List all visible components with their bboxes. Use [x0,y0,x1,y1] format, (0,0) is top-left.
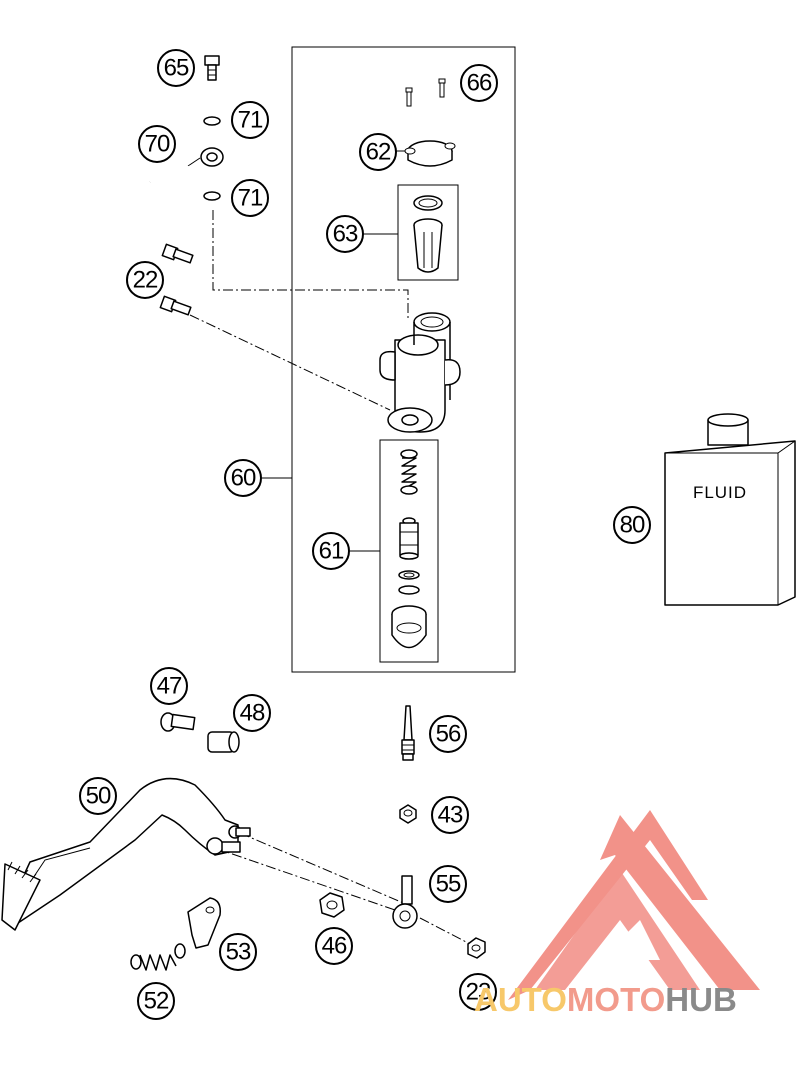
callout-62: 62 [359,133,397,171]
svg-text:62: 62 [366,139,391,166]
washer-71-lower [203,191,221,201]
reservoir-cover-62 [404,140,456,167]
watermark-text: AUTOMOTOHUB [474,981,737,1018]
svg-text:55: 55 [436,871,461,898]
washer-71-upper [203,116,221,126]
svg-text:53: 53 [226,939,251,966]
svg-text:50: 50 [86,783,111,810]
svg-text:23: 23 [466,979,491,1006]
return-spring-52 [130,943,186,971]
callout-47: 47 [150,667,188,705]
pivot-pin-47 [160,712,196,732]
brake-pedal-50 [1,777,251,931]
callout-22: 22 [126,261,164,299]
piston-kit-61 [391,449,427,649]
watermark-logo [508,810,760,1000]
svg-text:22: 22 [133,267,158,294]
svg-text:66: 66 [467,70,492,97]
svg-text:60: 60 [231,465,256,492]
svg-text:56: 56 [436,721,461,748]
fluid-container-80: FLUID [664,413,796,606]
svg-text:52: 52 [144,988,169,1015]
leader-lines [187,150,405,552]
clevis-55 [392,875,418,929]
nut-43 [399,804,417,824]
bolt-22-lower [159,295,192,316]
svg-text:48: 48 [240,700,265,727]
svg-text:80: 80 [620,512,645,539]
callout-43: 43 [431,796,469,834]
watermark-hub: HUB [665,981,737,1018]
callout-80: 80 [613,506,651,544]
diaphragm-kit-63 [413,195,443,273]
callout-48: 48 [233,694,271,732]
assembly-60-box [291,46,516,673]
adjuster-56 [401,705,415,761]
svg-text:63: 63 [333,221,358,248]
bushing-48 [207,731,240,753]
kit-63-box [397,184,459,281]
callout-52: 52 [137,982,175,1020]
callout-23: 23 [459,973,497,1011]
callout-50: 50 [79,777,117,815]
callout-65: 65 [157,49,195,87]
callout-61: 61 [312,532,350,570]
bolt-22-upper [161,243,194,264]
svg-text:71: 71 [238,185,263,212]
callout-46: 46 [315,927,353,965]
svg-text:47: 47 [157,673,182,700]
fluid-label: FLUID [693,483,747,502]
brake-hose-70 [149,147,224,184]
callout-66: 66 [460,64,498,102]
callout-71-lower: 71 [231,179,269,217]
callout-60: 60 [224,459,262,497]
svg-text:61: 61 [319,538,344,565]
dashed-assembly-lines [189,210,471,945]
callout-53: 53 [219,933,257,971]
callout-56: 56 [429,715,467,753]
svg-text:65: 65 [164,55,189,82]
master-cylinder-body-60 [379,312,461,433]
callout-71-upper: 71 [231,101,269,139]
banjo-bolt-65 [204,55,220,81]
callout-55: 55 [429,865,467,903]
spring-bracket-53 [187,897,222,949]
screws-66 [405,78,446,107]
watermark-moto: MOTO [567,981,665,1018]
callout-70: 70 [138,125,176,163]
nut-46 [319,892,345,918]
svg-text:71: 71 [238,107,263,134]
watermark-auto: AUTO [474,981,567,1018]
svg-text:46: 46 [322,933,347,960]
nut-23 [467,937,486,959]
svg-text:43: 43 [438,802,463,829]
svg-text:70: 70 [145,131,170,158]
callout-63: 63 [326,215,364,253]
